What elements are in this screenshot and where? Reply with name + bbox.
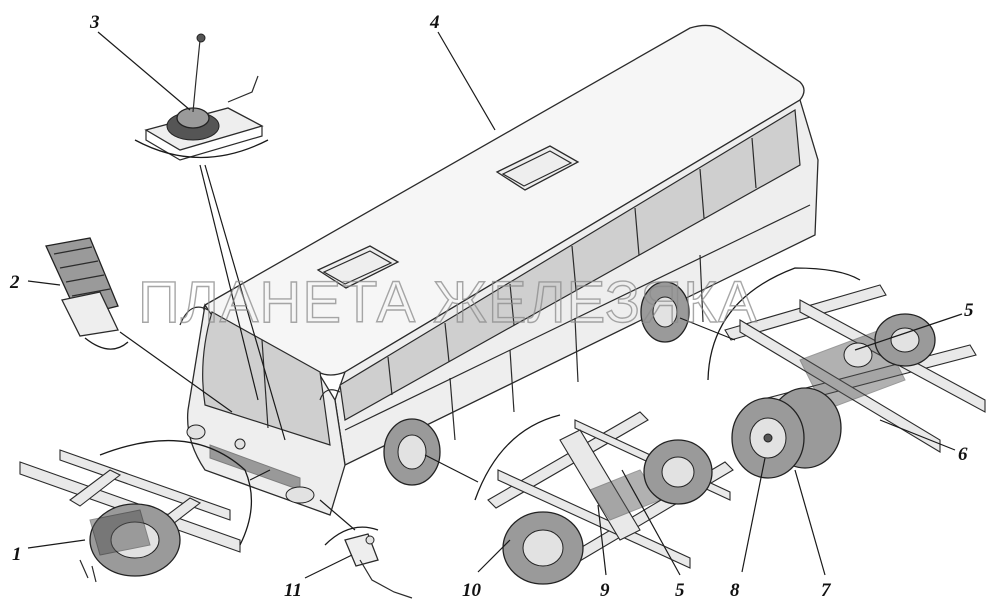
pedal-assembly	[45, 237, 119, 337]
roof-hatch-rear	[495, 145, 580, 191]
callout-7: 7	[821, 580, 832, 601]
front-emblem	[234, 438, 246, 450]
callout-9: 9	[600, 580, 610, 601]
callout-11: 11	[284, 580, 302, 601]
roof-hatch-front	[316, 245, 400, 289]
callout-1: 1	[12, 544, 22, 565]
callout-arcs	[84, 139, 861, 546]
callout-3: 3	[89, 12, 100, 33]
window-pillars	[387, 137, 757, 396]
callout-numbers: 1 2 3 4 5 5 6 7 8 9 10 11	[9, 12, 974, 601]
middle-chassis-section	[487, 411, 734, 585]
callout-8: 8	[730, 580, 740, 601]
headlight-left	[186, 424, 206, 440]
callout-5-rear: 5	[964, 300, 974, 321]
watermark-text: ПЛАНЕТА ЖЕЛЕЗЯКА	[138, 270, 758, 335]
side-panel-lines	[344, 204, 811, 441]
callout-2: 2	[9, 272, 20, 293]
front-chassis-section	[19, 449, 241, 583]
leader-lines	[27, 31, 963, 579]
callout-5-front: 5	[675, 580, 685, 601]
mirror-right	[319, 389, 341, 401]
mirror-left	[179, 306, 209, 326]
headlight-right	[285, 486, 315, 504]
bus-body	[179, 24, 819, 516]
callout-4: 4	[429, 12, 440, 33]
small-component-11	[344, 533, 413, 599]
rear-chassis-section	[724, 284, 986, 479]
callout-6: 6	[958, 444, 968, 465]
side-windows	[339, 108, 801, 421]
callout-10: 10	[462, 580, 482, 601]
gear-shift-assembly	[144, 33, 264, 161]
